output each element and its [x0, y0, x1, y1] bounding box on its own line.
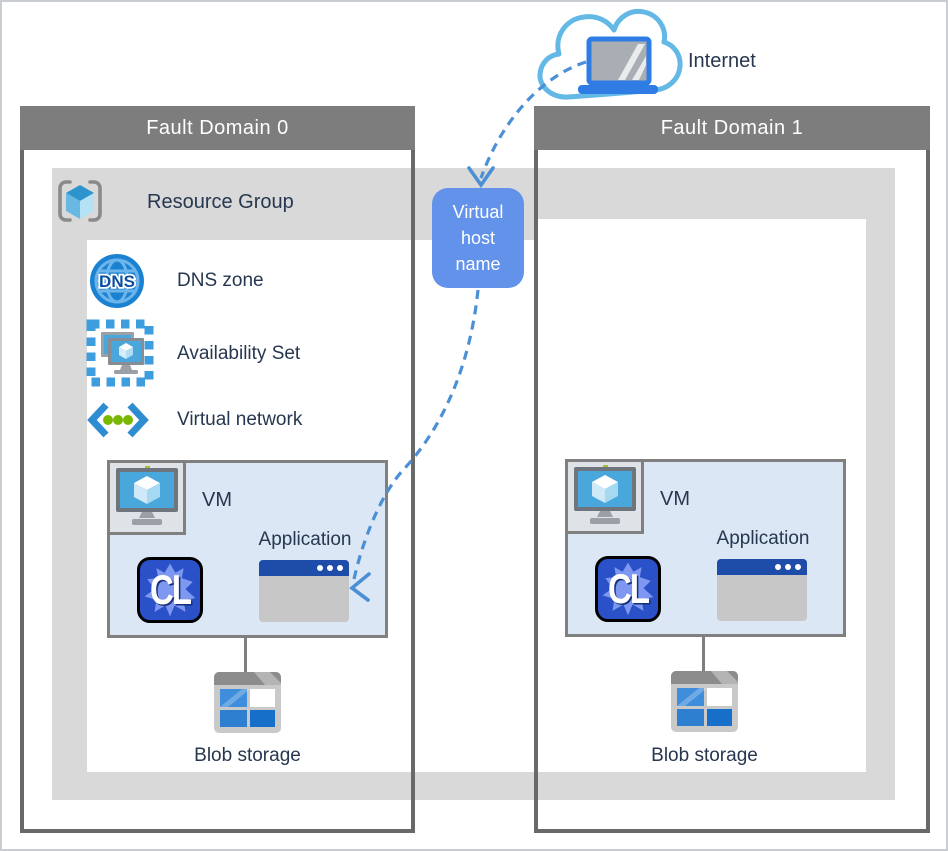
fault-domain-0-box: Fault Domain 0	[20, 106, 415, 833]
application-window-icon	[259, 560, 349, 622]
vm-label: VM	[202, 488, 232, 511]
resource-group-icon	[58, 180, 102, 222]
vm-box-1: VM Application CL	[565, 459, 846, 637]
cl-icon-text: CL	[608, 565, 650, 612]
application-titlebar	[259, 560, 349, 576]
virtual-host-name-label: Virtual host name	[452, 202, 504, 274]
vm-box-0: VM Application CL	[107, 460, 388, 638]
fault-domain-0-title: Fault Domain 0	[146, 116, 289, 139]
laptop-base-icon	[578, 85, 658, 94]
blob-storage-label-1: Blob storage	[651, 745, 758, 766]
dns-zone-icon: DNS	[90, 254, 144, 308]
cl-icon-text: CL	[150, 566, 192, 613]
dns-icon-text: DNS	[99, 272, 135, 291]
vm-blob-connector-1	[702, 637, 705, 671]
blob-storage-icon-1	[671, 671, 738, 732]
cl-app-icon: CL	[595, 556, 661, 622]
fault-domain-1-box: Fault Domain 1	[534, 106, 930, 833]
fault-domain-1-header: Fault Domain 1	[534, 106, 930, 150]
dns-zone-label: DNS zone	[177, 270, 264, 291]
laptop-screen-icon	[586, 36, 652, 86]
application-titlebar	[717, 559, 807, 575]
vm-icon	[107, 460, 186, 535]
virtual-network-label: Virtual network	[177, 409, 303, 430]
internet-cloud-icon	[537, 8, 683, 100]
fault-domain-0-header: Fault Domain 0	[20, 106, 415, 150]
application-label: Application	[258, 529, 352, 550]
fault-domain-1-title: Fault Domain 1	[660, 116, 804, 139]
application-label: Application	[716, 528, 810, 549]
vm-blob-connector-0	[244, 638, 247, 672]
virtual-host-name-box: Virtual host name	[432, 188, 524, 288]
internet-label: Internet	[688, 50, 756, 72]
blob-storage-label-0: Blob storage	[194, 745, 301, 766]
virtual-network-icon	[87, 402, 149, 438]
vm-icon	[565, 459, 644, 534]
availability-set-label: Availability Set	[177, 343, 301, 364]
vm-label: VM	[660, 487, 690, 510]
resource-group-label: Resource Group	[147, 191, 294, 213]
application-window-icon	[717, 559, 807, 621]
cl-app-icon: CL	[137, 557, 203, 623]
availability-set-icon	[86, 319, 154, 387]
blob-storage-icon-0	[214, 672, 281, 733]
